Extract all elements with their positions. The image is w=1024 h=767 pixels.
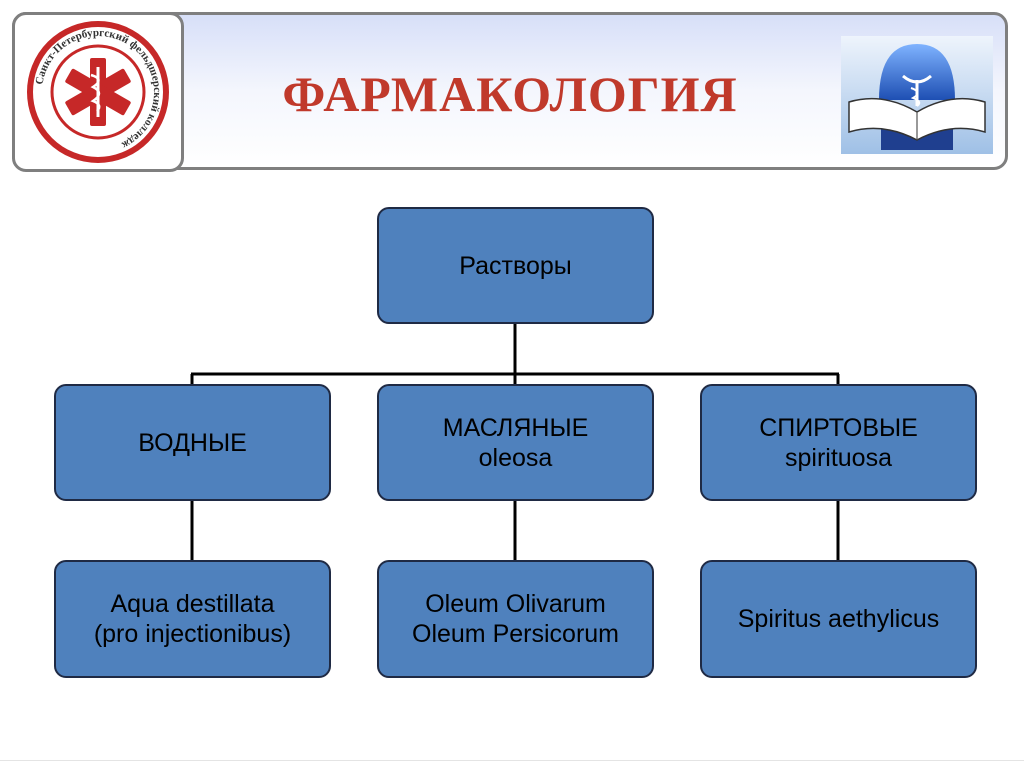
example-node-line: (pro injectionibus) <box>94 619 291 649</box>
example-node-line: Spiritus aethylicus <box>738 604 939 634</box>
example-node-spirit: Spiritus aethylicus <box>700 560 977 678</box>
category-node-label: ВОДНЫЕ <box>138 428 247 458</box>
category-node-latin: oleosa <box>479 443 553 473</box>
example-node-line: Oleum Persicorum <box>412 619 619 649</box>
example-node-water: Aqua destillata (pro injectionibus) <box>54 560 331 678</box>
example-node-line: Oleum Olivarum <box>425 589 606 619</box>
category-node-label: СПИРТОВЫЕ <box>759 413 918 443</box>
category-node-water: ВОДНЫЕ <box>54 384 331 501</box>
footer-divider <box>0 760 1024 761</box>
root-node: Растворы <box>377 207 654 324</box>
category-node-oil: МАСЛЯНЫЕ oleosa <box>377 384 654 501</box>
example-node-line: Aqua destillata <box>110 589 274 619</box>
example-node-oil: Oleum Olivarum Oleum Persicorum <box>377 560 654 678</box>
category-node-latin: spirituosa <box>785 443 892 473</box>
category-node-spirit: СПИРТОВЫЕ spirituosa <box>700 384 977 501</box>
root-node-label: Растворы <box>459 251 571 281</box>
category-node-label: МАСЛЯНЫЕ <box>443 413 589 443</box>
